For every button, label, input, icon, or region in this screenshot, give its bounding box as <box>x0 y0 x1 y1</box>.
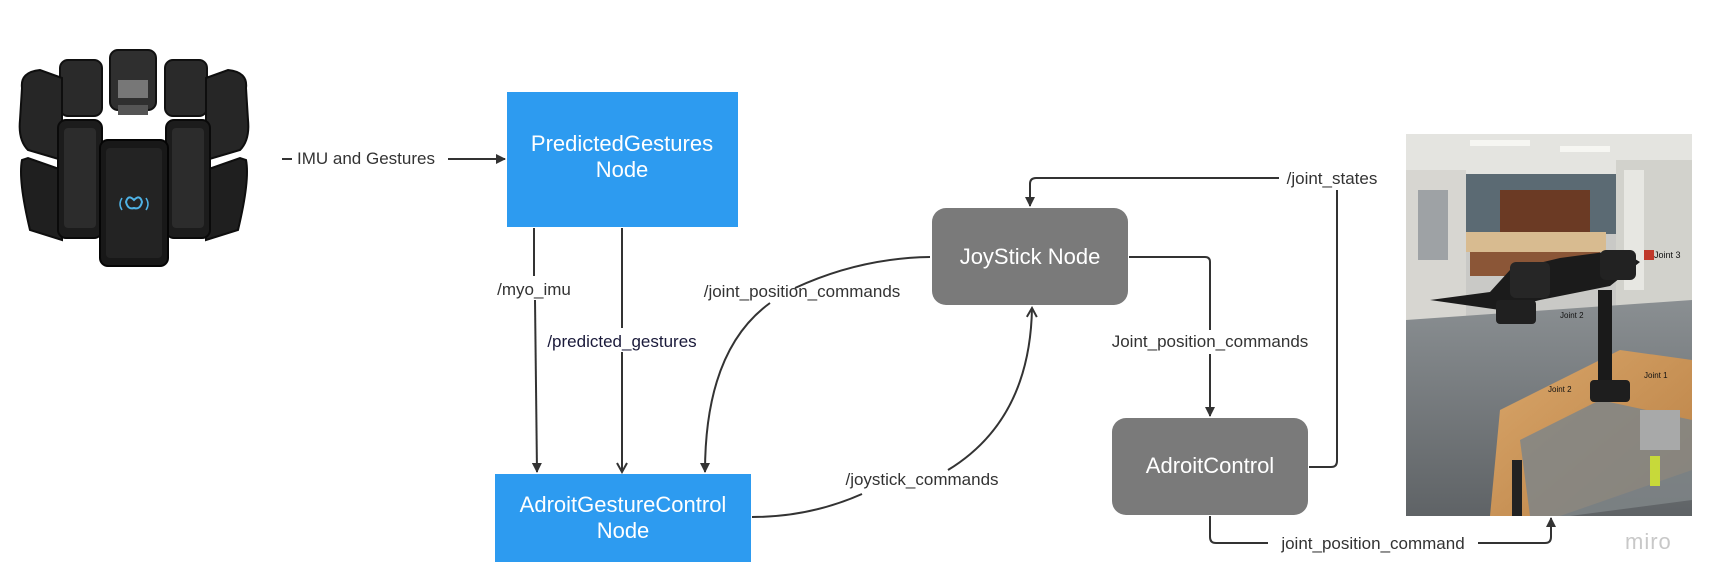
predicted-gestures-node[interactable]: PredictedGestures Node <box>507 92 738 227</box>
edge-label-joint-position-commands: Joint_position_commands <box>1112 332 1309 351</box>
edge-joint-position-commands: Joint_position_commands <box>1112 256 1309 417</box>
edge-joint-position-commands-slash: /joint_position_commands <box>700 256 931 473</box>
photo-annotation-joint2: Joint 2 <box>1548 385 1572 394</box>
edge-imu-and-gestures: IMU and Gestures <box>282 149 506 168</box>
edge-label-joint-position-command: joint_position_command <box>1280 534 1464 553</box>
robot-arm-photo: Joint 3 Joint 2 Joint 1 Joint 2 <box>1406 134 1692 516</box>
edge-joint-position-command: joint_position_command <box>1209 516 1556 553</box>
edge-label-joystick-commands: /joystick_commands <box>845 470 998 489</box>
joystick-node-label: JoyStick Node <box>960 244 1101 269</box>
edge-myo-imu: /myo_imu <box>497 228 571 473</box>
adroit-gesture-control-node-title: AdroitGestureControl <box>520 492 727 517</box>
adroit-gesture-control-node-subtitle: Node <box>597 518 650 543</box>
myo-logo-icon <box>119 196 149 211</box>
edge-label-joint-states: /joint_states <box>1287 169 1378 188</box>
joystick-node[interactable]: JoyStick Node <box>932 208 1128 305</box>
photo-annotation-joint2-upper: Joint 2 <box>1560 311 1584 320</box>
photo-annotation-joint3: Joint 3 <box>1654 250 1681 260</box>
adroit-gesture-control-node-box <box>495 474 751 562</box>
photo-annotation-joint1: Joint 1 <box>1644 371 1668 380</box>
joystick-node-box <box>932 208 1128 305</box>
adroit-gesture-control-node[interactable]: AdroitGestureControl Node <box>495 474 751 562</box>
edge-joystick-commands: /joystick_commands <box>751 308 1032 518</box>
edge-joint-states: /joint_states <box>1025 169 1378 468</box>
edge-label-imu-and-gestures: IMU and Gestures <box>297 149 435 168</box>
adroit-control-node-box <box>1112 418 1308 515</box>
miro-watermark: miro <box>1625 529 1672 554</box>
predicted-gestures-node-subtitle: Node <box>596 157 649 182</box>
predicted-gestures-node-box <box>507 92 738 227</box>
edge-label-predicted-gestures: /predicted_gestures <box>547 332 696 351</box>
edge-predicted-gestures: /predicted_gestures <box>547 228 697 472</box>
adroit-control-node[interactable]: AdroitControl <box>1112 418 1308 515</box>
predicted-gestures-node-title: PredictedGestures <box>531 131 713 156</box>
edge-label-joint-position-commands-slash: /joint_position_commands <box>704 282 901 301</box>
edge-label-myo-imu: /myo_imu <box>497 280 571 299</box>
adroit-control-node-label: AdroitControl <box>1146 453 1274 478</box>
myo-armband-icon <box>18 49 250 267</box>
